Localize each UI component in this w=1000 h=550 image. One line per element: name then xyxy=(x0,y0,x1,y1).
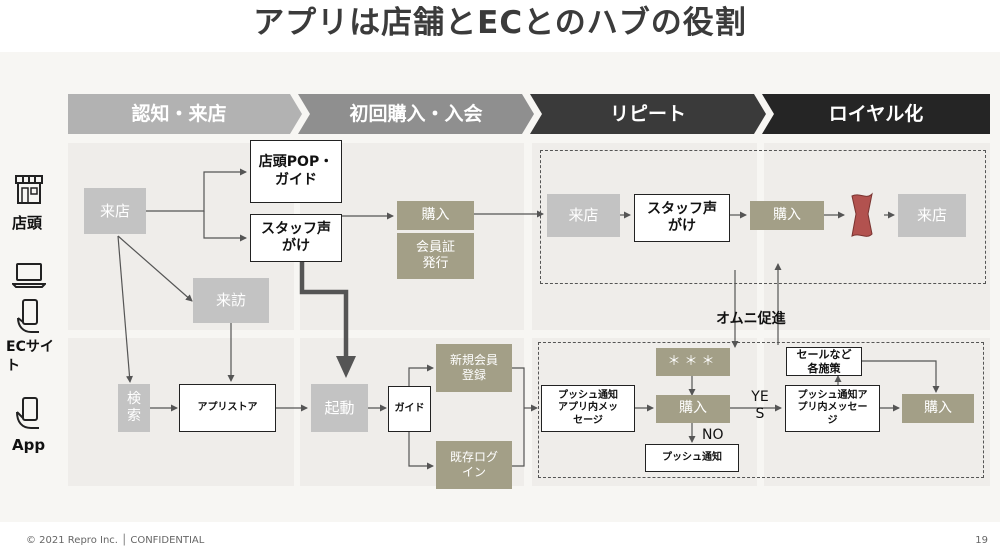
node-push-2: プッシュ通知アプリ内メッセージ xyxy=(785,385,880,432)
phase-first-purchase-label: 初回購入・入会 xyxy=(349,103,483,125)
node-stars: ＊＊＊ xyxy=(656,348,730,376)
node-kounyu-3: 購入 xyxy=(656,395,730,423)
node-raiten-2: 来店 xyxy=(547,194,620,237)
node-staff-1: スタッフ声がけ xyxy=(250,214,342,262)
node-pop-guide: 店頭POP・ガイド xyxy=(250,140,342,203)
repeat-app-loop xyxy=(538,342,984,478)
page-number: 19 xyxy=(975,535,988,546)
phase-first-purchase: 初回購入・入会 xyxy=(298,94,534,134)
node-kensaku: 検索 xyxy=(118,384,150,432)
omni-label: オムニ促進 xyxy=(716,311,786,327)
phase-awareness: 認知・来店 xyxy=(68,94,302,134)
node-raiten-3: 来店 xyxy=(898,194,966,237)
node-guide: ガイド xyxy=(388,386,431,432)
smartphone-hand-icon xyxy=(17,299,39,333)
no-label: NO xyxy=(702,427,724,443)
node-appstore: アプリストア xyxy=(179,384,276,432)
node-sale: セールなど各施策 xyxy=(786,347,862,376)
channel-app-label: App xyxy=(12,436,46,454)
node-raihou: 来訪 xyxy=(193,278,269,323)
phase-awareness-label: 認知・来店 xyxy=(131,103,227,125)
page-title: アプリは店舗とECとのハブの役割 xyxy=(253,5,747,41)
node-staff-2: スタッフ声がけ xyxy=(634,194,730,242)
node-push-1: プッシュ通知アプリ内メッセージ xyxy=(541,385,635,432)
node-shinki: 新規会員登録 xyxy=(436,344,512,392)
yes-label: YES xyxy=(751,389,769,422)
node-kounyu-2: 購入 xyxy=(750,201,824,230)
phase-repeat: リピート xyxy=(530,94,766,134)
footer-copyright: © 2021 Repro Inc. │ CONFIDENTIAL xyxy=(26,535,205,546)
channel-ec-label: ECサイト xyxy=(6,339,54,374)
phone-in-hand-icon xyxy=(16,397,39,429)
channel-store-label: 店頭 xyxy=(12,214,43,232)
phase-loyal: ロイヤル化 xyxy=(762,94,990,134)
phase-loyal-label: ロイヤル化 xyxy=(828,103,924,125)
node-kounyu-1: 購入 xyxy=(397,201,474,230)
node-kounyu-4: 購入 xyxy=(902,394,974,423)
laptop-icon xyxy=(12,263,46,288)
node-kaiin: 会員証発行 xyxy=(397,233,474,279)
storefront-icon xyxy=(15,175,43,204)
node-raiten-1: 来店 xyxy=(84,188,146,234)
phase-repeat-label: リピート xyxy=(609,103,686,125)
node-push-only: プッシュ通知 xyxy=(645,444,739,472)
node-kizon: 既存ログイン xyxy=(436,441,512,489)
node-kidou: 起動 xyxy=(311,384,368,432)
